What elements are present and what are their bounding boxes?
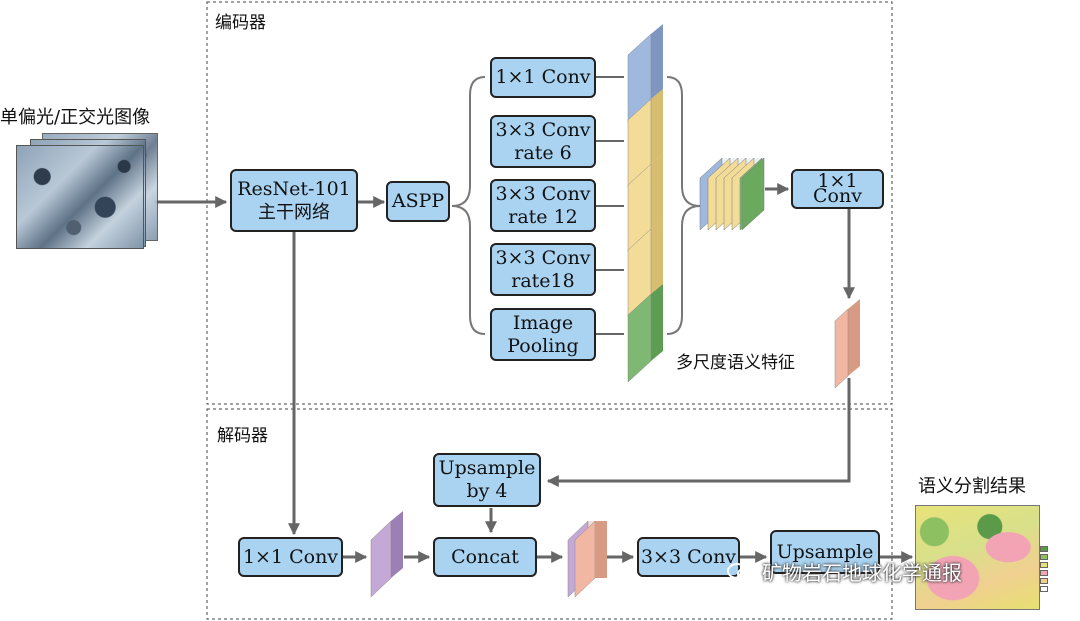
branch-box-2: 3×3 Conv rate 6 (490, 115, 596, 168)
left-brace (451, 76, 486, 335)
aspp-box: ASPP (386, 181, 450, 222)
branch-box-1: 1×1 Conv (490, 57, 596, 98)
multiscale-label: 多尺度语义特征 (676, 353, 795, 373)
decoder-label: 解码器 (217, 426, 268, 446)
upsample-by4-box: Upsample by 4 (433, 453, 541, 507)
decoder-conv1x1-label: 1×1 Conv (242, 545, 339, 568)
branch-box-3: 3×3 Conv rate 12 (490, 179, 596, 232)
branch-4-line1: 3×3 Conv (495, 246, 591, 269)
wechat-icon (727, 562, 753, 580)
branch-box-4: 3×3 Conv rate18 (490, 243, 596, 296)
branch-3-line1: 3×3 Conv (495, 182, 591, 205)
input-image-front (16, 145, 144, 249)
encoder-label: 编码器 (215, 13, 266, 33)
concat-box: Concat (433, 537, 537, 577)
branch-2-line1: 3×3 Conv (495, 118, 591, 141)
input-label: 单偏光/正交光图像 (0, 107, 151, 128)
backbone-line1: ResNet-101 (237, 177, 351, 200)
branch-1-line1: 1×1 Conv (495, 66, 591, 88)
encoder-region (206, 1, 893, 405)
branch-box-5: Image Pooling (490, 308, 596, 361)
branch-3-line2: rate 12 (508, 205, 578, 228)
segmentation-result-image (915, 505, 1040, 610)
aspp-label: ASPP (391, 190, 445, 212)
fuse-conv-line2: Conv (813, 185, 862, 207)
stacked-feature-maps (699, 157, 765, 231)
concat-feature-map (567, 520, 607, 598)
right-brace (666, 76, 701, 335)
upsample-final-box: Upsample (770, 530, 880, 574)
multiscale-feature-map (834, 299, 860, 389)
arrow-multiscale-upsample (546, 378, 851, 487)
concat-label: Concat (451, 545, 519, 568)
feature-map-branch-3 (627, 154, 663, 253)
decoder-conv1x1-box: 1×1 Conv (238, 537, 343, 577)
output-label: 语义分割结果 (918, 476, 1026, 497)
feature-map-branch-4 (627, 219, 663, 318)
arrows (155, 183, 914, 563)
decoder-conv3x3-label: 3×3 Conv (640, 545, 737, 568)
feature-map-branch-1 (627, 24, 663, 123)
fuse-conv-box: 1×1 Conv (791, 169, 884, 209)
backbone-line2: 主干网络 (258, 201, 330, 223)
upsample-by4-line1: Upsample (438, 457, 536, 479)
branch-connectors (596, 76, 624, 335)
feature-map-branch-2 (627, 89, 663, 188)
watermark: 矿物岩石地球化学通报 (726, 557, 962, 586)
watermark-text: 矿物岩石地球化学通报 (762, 561, 962, 585)
low-level-feature-map (370, 511, 403, 598)
branch-4-line2: rate18 (511, 269, 575, 292)
segmentation-legend (1040, 545, 1080, 593)
upsample-final-label: Upsample (776, 540, 874, 563)
branch-5-line2: Pooling (507, 334, 579, 357)
decoder-region (206, 408, 893, 620)
upsample-by4-line2: by 4 (466, 480, 508, 502)
fuse-conv-line1: 1×1 (817, 170, 858, 192)
branch-5-line1: Image (512, 311, 574, 334)
decoder-conv3x3-box: 3×3 Conv (637, 537, 740, 577)
feature-map-branch-5 (627, 284, 663, 383)
branch-2-line2: rate 6 (514, 141, 572, 164)
backbone-box: ResNet-101 主干网络 (230, 169, 358, 232)
